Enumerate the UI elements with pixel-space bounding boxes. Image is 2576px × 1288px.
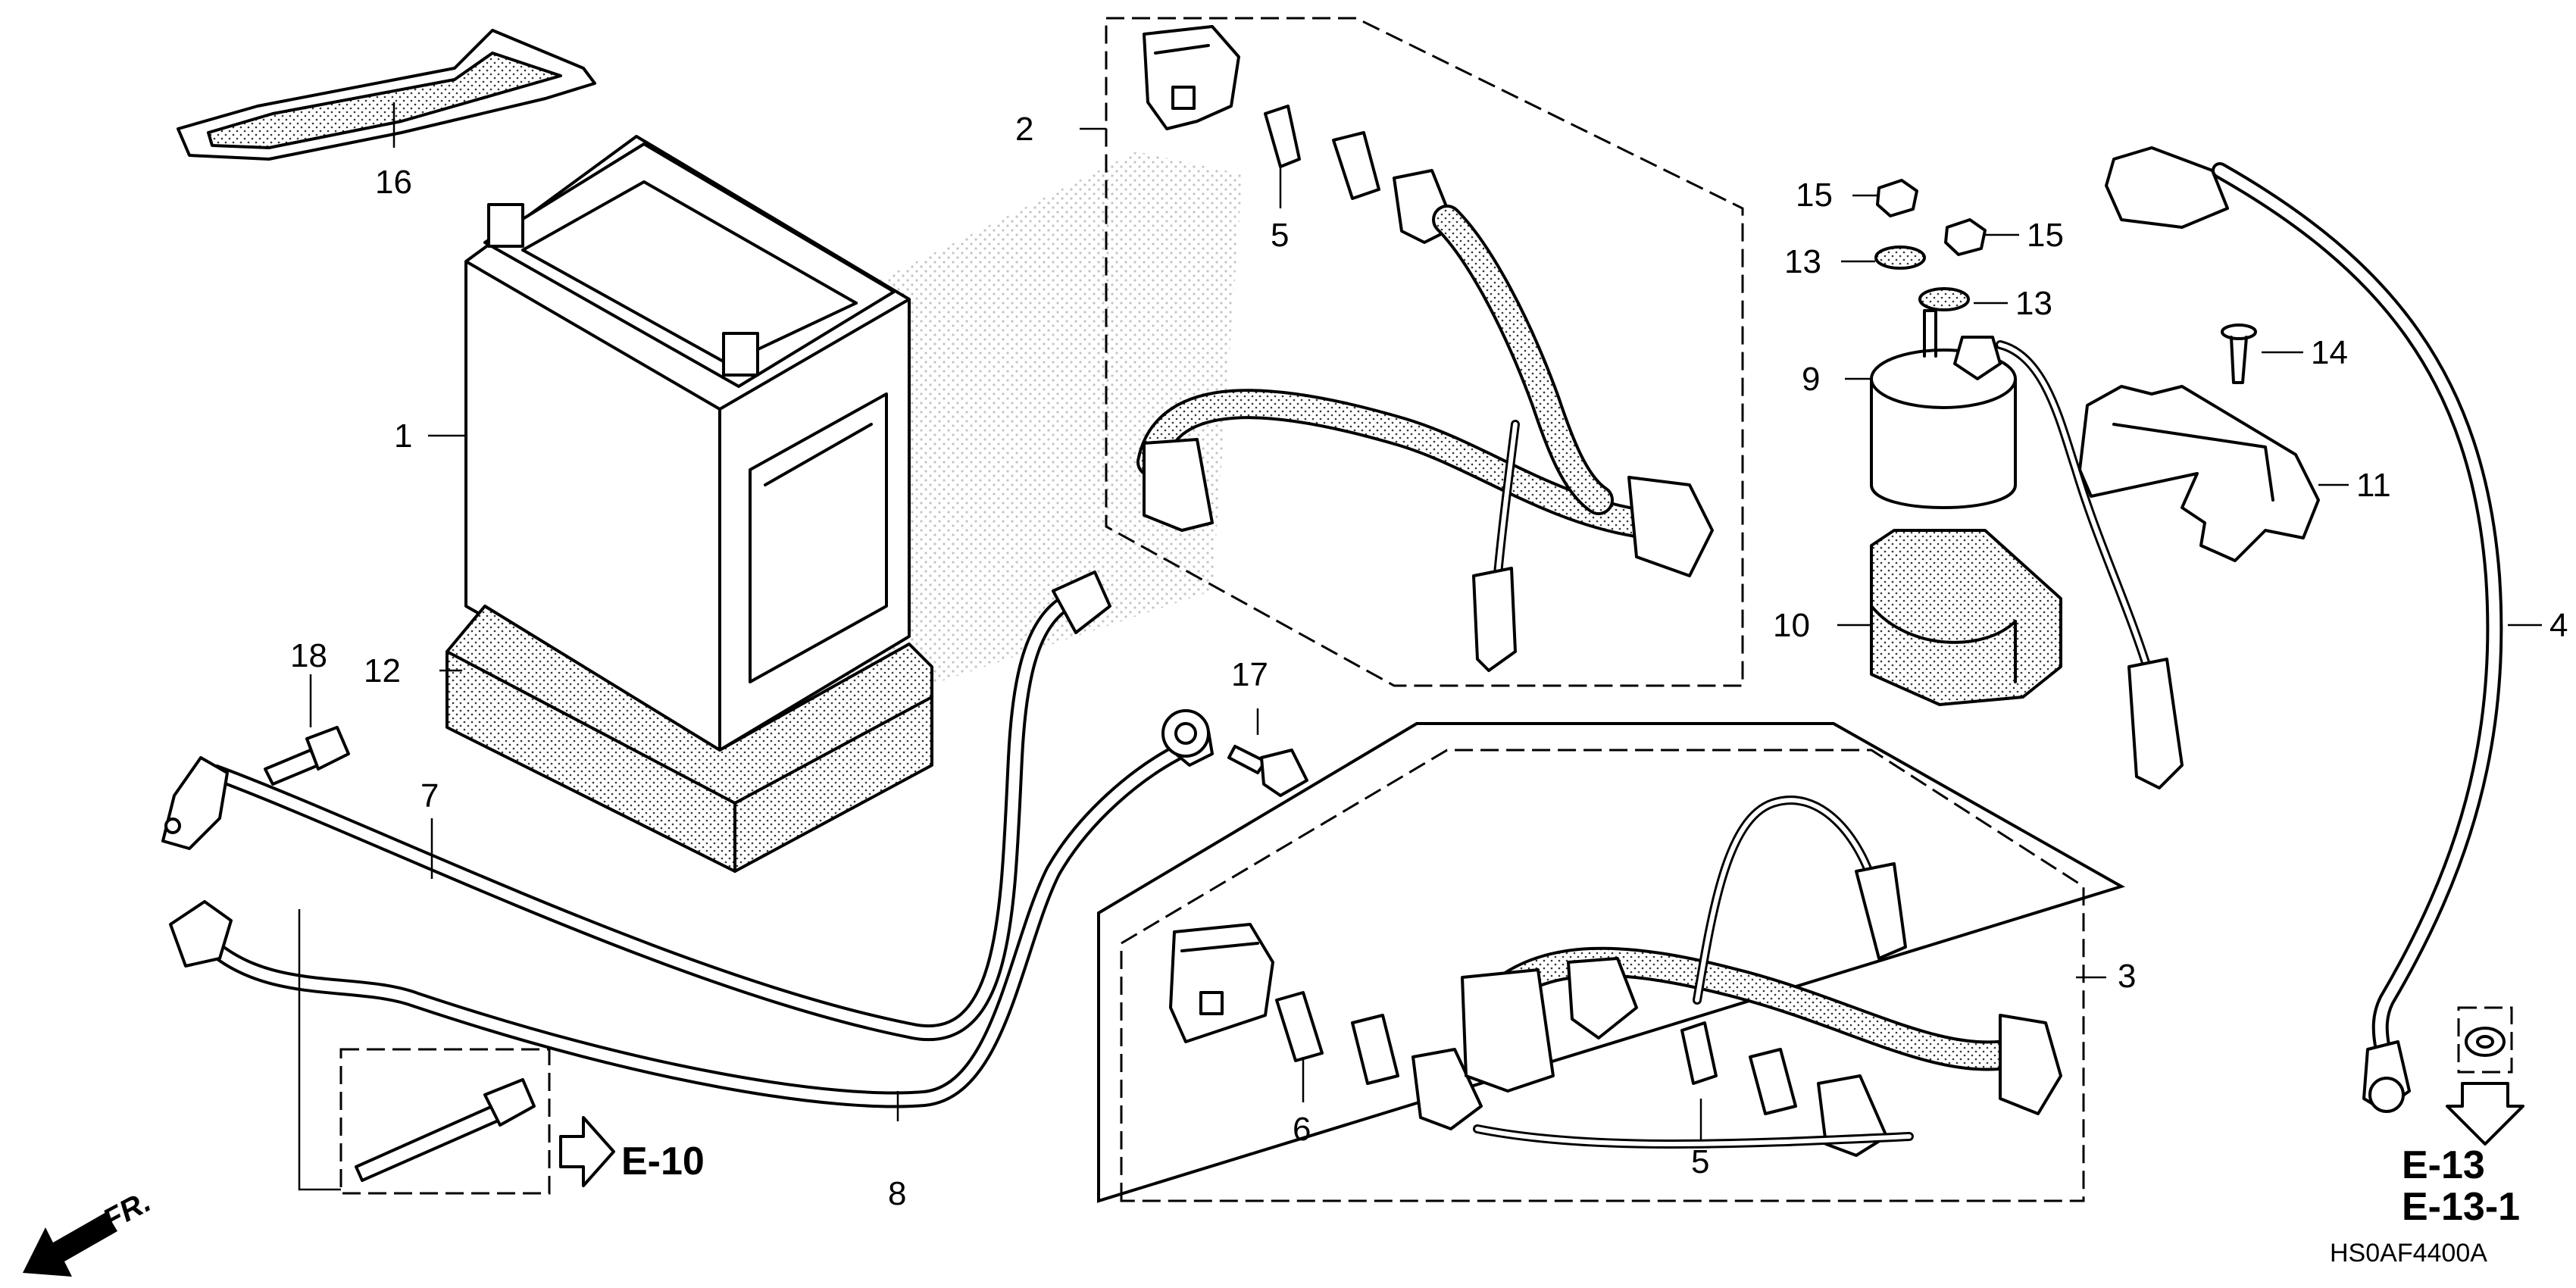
harness-group-2-outline [1105,17,1744,687]
label-part-7: 7 [420,777,439,814]
label-part-17: 17 [1231,656,1268,693]
label-part-6: 6 [1293,1111,1311,1148]
nut-15-a [1876,179,1918,217]
label-part-3: 3 [2118,958,2136,995]
battery-pad [445,605,933,873]
leader-lines [309,102,2542,1140]
bolt-17 [1227,745,1308,797]
label-part-10: 10 [1773,607,1810,644]
label-part-2: 2 [1015,111,1033,148]
harness-3 [1169,796,2062,1157]
label-part-1: 1 [394,417,412,455]
label-part-13-right: 13 [2015,285,2052,322]
label-part-16: 16 [375,164,412,201]
relay-bracket [2078,385,2320,562]
label-part-8: 8 [888,1175,906,1212]
harness-2 [1136,25,1714,672]
label-part-15-right: 15 [2027,217,2064,254]
label-part-5-lower: 5 [1691,1143,1709,1180]
relay-holder [1870,529,2062,706]
bolt-18 [264,726,350,786]
starter-cable [2105,146,2503,1113]
label-part-14: 14 [2311,334,2348,371]
grommet [2446,1006,2524,1146]
diagram-code: HS0AF4400A [2330,1239,2487,1268]
reference-e10: E-10 [621,1140,705,1183]
screw-14 [2221,324,2257,384]
label-part-9: 9 [1802,361,1820,398]
label-part-5-upper: 5 [1271,217,1289,254]
nut-15-b [1944,218,1987,256]
reference-e13-1: E-13-1 [2402,1185,2520,1229]
label-part-18: 18 [290,637,327,674]
label-part-13-left: 13 [1784,243,1821,280]
harness-group-3-outline [1120,749,2085,1202]
battery [464,135,911,752]
negative-cable [161,571,1111,1041]
reference-e13: E-13 [2402,1143,2485,1187]
washer-13-b [1918,287,1970,311]
label-part-4: 4 [2549,607,2568,644]
label-part-11: 11 [2356,467,2391,504]
front-direction-arrow [23,1212,117,1277]
starter-relay [1870,309,2184,789]
label-part-15-left: 15 [1796,177,1833,214]
label-part-12: 12 [364,652,401,689]
positive-cable [169,709,1214,1108]
battery-strap [177,29,596,161]
mounting-bolt [298,909,615,1195]
harness-group-3-outer [1097,722,2126,1203]
washer-13-a [1874,245,1926,270]
